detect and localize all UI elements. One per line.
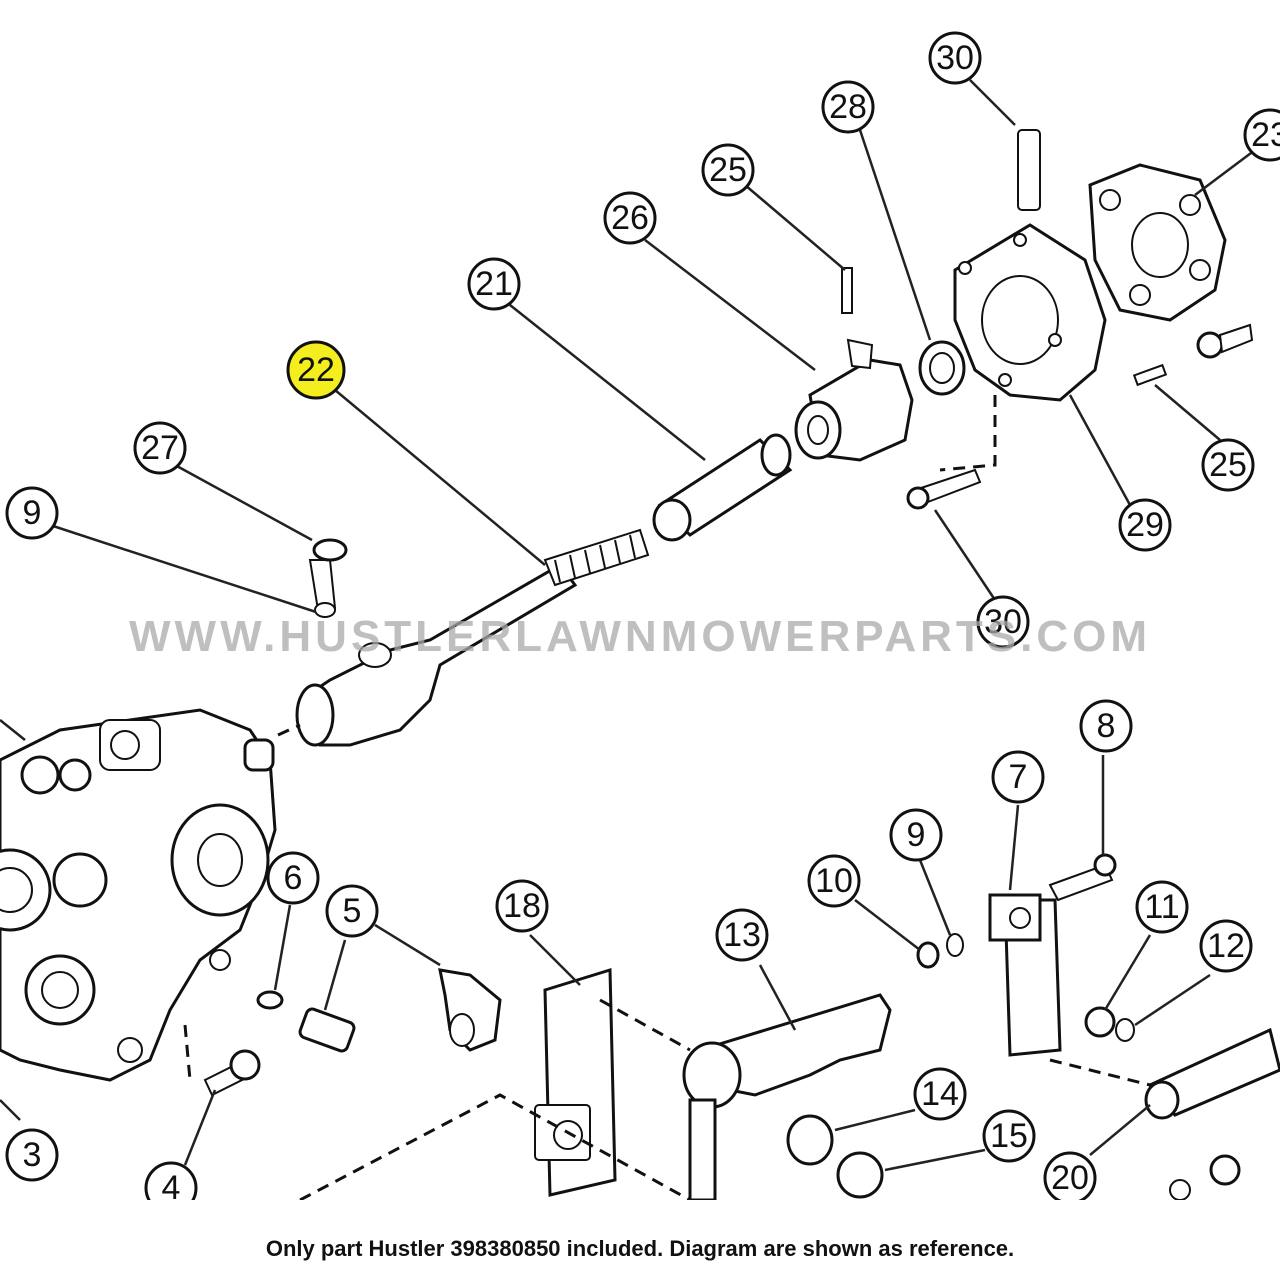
svg-text:6: 6 [284, 859, 303, 897]
callout-25-top: 25 [701, 143, 755, 197]
svg-text:22: 22 [297, 351, 335, 389]
small-bolts [203, 323, 1254, 1097]
callout-7: 7 [991, 750, 1045, 804]
callout-25-right: 25 [1201, 438, 1255, 492]
fittings [256, 968, 502, 1053]
svg-text:14: 14 [921, 1075, 959, 1113]
svg-text:3: 3 [23, 1136, 42, 1174]
callout-30-bottom: 30 [976, 595, 1030, 649]
callout-30-top: 30 [928, 31, 982, 85]
svg-text:4: 4 [162, 1169, 181, 1200]
callout-9-left: 9 [5, 486, 59, 540]
svg-text:9: 9 [907, 816, 926, 854]
callout-28: 28 [821, 80, 875, 134]
callout-20: 20 [1043, 1151, 1097, 1200]
spacer-ring [918, 340, 966, 396]
svg-text:29: 29 [1126, 506, 1164, 544]
svg-text:8: 8 [1097, 707, 1116, 745]
pump-assembly [0, 708, 277, 1082]
callout-18: 18 [495, 879, 549, 933]
svg-text:26: 26 [611, 199, 649, 237]
svg-text:21: 21 [475, 265, 513, 303]
svg-text:23: 23 [1251, 116, 1280, 154]
callout-27: 27 [133, 421, 187, 475]
callout-21: 21 [467, 257, 521, 311]
callout-26: 26 [603, 191, 657, 245]
svg-text:9: 9 [23, 494, 42, 532]
coupler-disc [1088, 163, 1227, 322]
callout-29: 29 [1118, 498, 1172, 552]
callout-8: 8 [1079, 699, 1133, 753]
callout-11: 11 [1135, 880, 1189, 934]
svg-text:11: 11 [1144, 888, 1179, 926]
callout-3: 3 [5, 1128, 59, 1182]
svg-text:7: 7 [1009, 758, 1028, 796]
svg-text:25: 25 [709, 151, 747, 189]
flange-hub [953, 129, 1107, 402]
svg-text:12: 12 [1207, 927, 1245, 965]
svg-text:18: 18 [503, 887, 541, 925]
svg-text:30: 30 [984, 603, 1022, 641]
svg-text:25: 25 [1209, 446, 1247, 484]
callout-12: 12 [1199, 919, 1253, 973]
svg-text:10: 10 [815, 862, 853, 900]
svg-text:30: 30 [936, 39, 974, 77]
callout-14: 14 [913, 1067, 967, 1121]
callout-9-right: 9 [889, 808, 943, 862]
svg-text:20: 20 [1051, 1159, 1089, 1197]
hub-coupler [794, 267, 914, 462]
svg-text:13: 13 [723, 916, 761, 954]
callout-10: 10 [807, 854, 861, 908]
callout-23: 23 [1243, 108, 1280, 162]
callout-13: 13 [715, 908, 769, 962]
leader-lines [0, 79, 1256, 1172]
cone-collar [652, 433, 793, 542]
drive-shaft [295, 528, 650, 747]
callout-4: 4 [144, 1161, 198, 1200]
callout-5: 5 [325, 884, 379, 938]
linkage-assembly [534, 893, 1280, 1200]
callout-6: 6 [266, 851, 320, 905]
svg-text:15: 15 [990, 1117, 1028, 1155]
svg-text:27: 27 [141, 429, 179, 467]
svg-text:28: 28 [829, 88, 867, 126]
parts-diagram: 30 28 25 26 21 22 27 9 23 25 29 30 8 7 9… [0, 31, 1280, 1200]
caption-text: Only part Hustler 398380850 included. Di… [265, 1236, 1015, 1261]
callout-22-highlighted: 22 [286, 340, 346, 400]
callout-15: 15 [982, 1109, 1036, 1163]
dashed-guides [183, 395, 1151, 1200]
svg-text:5: 5 [343, 892, 362, 930]
